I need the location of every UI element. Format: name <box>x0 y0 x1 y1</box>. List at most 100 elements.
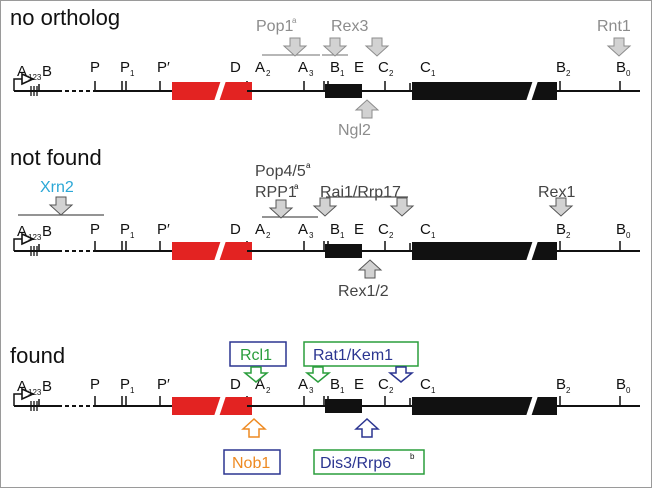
svg-text:P: P <box>120 221 130 238</box>
svg-text:B: B <box>616 221 626 238</box>
rex12-arrow-icon <box>357 259 383 279</box>
svg-text:2: 2 <box>566 69 571 78</box>
section-title-no-ortholog: no ortholog <box>10 5 120 30</box>
svg-text:B: B <box>616 376 626 393</box>
svg-text:A: A <box>255 376 265 393</box>
rex3-arrow-icon-2 <box>364 37 390 57</box>
site-b: B <box>42 63 52 80</box>
svg-text:P: P <box>90 376 100 393</box>
svg-text:P: P <box>120 376 130 393</box>
nob1-box <box>223 449 281 475</box>
svg-text:B: B <box>42 223 52 240</box>
svg-text:1: 1 <box>340 386 345 395</box>
section-title-found: found <box>10 343 65 368</box>
enzyme-rpp1: RPP1 <box>255 184 297 201</box>
svg-text:C: C <box>420 376 431 393</box>
svg-text:1: 1 <box>431 231 436 240</box>
site-d: D <box>230 59 241 76</box>
rnt1-arrow-icon <box>606 37 632 57</box>
enzyme-rnt1: Rnt1 <box>597 18 631 35</box>
svg-text:D: D <box>230 221 241 238</box>
rat1-box <box>303 341 419 367</box>
enzymes-found: Rcl1 Rat1/Kem1 Nob1 Dis3/Rrp6 b <box>223 341 425 475</box>
rcl1-arrow-icon <box>242 366 270 383</box>
svg-text:1: 1 <box>431 69 436 78</box>
svg-text:1: 1 <box>340 231 345 240</box>
site-labels-no-ortholog: A 123 B P P 1 P′ D A 2 A 3 B 1 E C 2 C 1… <box>17 59 631 82</box>
svg-text:E: E <box>354 376 364 393</box>
svg-text:P′: P′ <box>157 376 170 393</box>
enzyme-pop1: Pop1 <box>256 18 293 35</box>
rex1-arrow-icon <box>548 197 574 217</box>
enzyme-pop45: Pop4/5 <box>255 163 306 180</box>
rai1-arrow-icon-2 <box>389 197 415 217</box>
enzyme-dis3-sup: b <box>410 452 415 461</box>
svg-text:P: P <box>90 221 100 238</box>
svg-text:B: B <box>556 221 566 238</box>
enzyme-nob1: Nob1 <box>232 455 270 472</box>
nob1-arrow-icon <box>241 417 267 438</box>
ngl2-arrow-icon <box>354 99 380 119</box>
enzyme-rat1: Rat1/Kem1 <box>313 347 393 364</box>
site-p1: P <box>120 59 130 76</box>
enzyme-ngl2: Ngl2 <box>338 122 371 139</box>
svg-text:2: 2 <box>389 69 394 78</box>
svg-text:1: 1 <box>130 69 135 78</box>
section-title-not-found: not found <box>10 145 102 170</box>
rex3-arrow-icon <box>322 37 348 57</box>
svg-text:1: 1 <box>431 386 436 395</box>
enzyme-rcl1: Rcl1 <box>240 347 272 364</box>
site-labels-found: A 123 B P P 1 P′ D A 2 A 3 B 1 E C 2 C 1… <box>17 376 631 397</box>
rcl1-box <box>229 341 287 367</box>
svg-text:P′: P′ <box>157 221 170 238</box>
svg-text:0: 0 <box>626 69 631 78</box>
svg-text:2: 2 <box>566 386 571 395</box>
enzyme-rex3: Rex3 <box>331 18 368 35</box>
site-c2: C <box>378 59 389 76</box>
svg-text:C: C <box>378 376 389 393</box>
svg-text:3: 3 <box>309 231 314 240</box>
svg-text:1: 1 <box>130 231 135 240</box>
enzyme-xrn2: Xrn2 <box>40 179 74 196</box>
site-p: P <box>90 59 100 76</box>
enzymes-no-ortholog: Pop1 a Rex3 Rnt1 Ngl2 <box>256 16 632 139</box>
site-a2: A <box>255 59 265 76</box>
svg-text:0: 0 <box>626 386 631 395</box>
svg-text:2: 2 <box>389 386 394 395</box>
svg-text:B: B <box>42 378 52 395</box>
site-labels-not-found: A 123 B P P 1 P′ D A 2 A 3 B 1 E C 2 C 1… <box>17 221 631 242</box>
rai1-arrow-icon <box>312 197 338 217</box>
svg-text:A: A <box>298 376 308 393</box>
svg-text:2: 2 <box>566 231 571 240</box>
site-b2: B <box>556 59 566 76</box>
svg-text:C: C <box>378 221 389 238</box>
enzyme-rpp1-sup: a <box>294 182 299 191</box>
svg-text:B: B <box>330 221 340 238</box>
enzymes-not-found: Xrn2 Pop4/5 a RPP1 a Rai1/Rrp17 Rex1 Rex… <box>18 161 575 300</box>
svg-text:123: 123 <box>28 233 42 242</box>
svg-text:C: C <box>420 221 431 238</box>
pop1-arrow-icon <box>282 37 308 57</box>
rat1-arrow-icon-green <box>304 366 332 383</box>
enzyme-rai1: Rai1/Rrp17 <box>320 184 401 201</box>
site-b1: B <box>330 59 340 76</box>
svg-text:E: E <box>354 221 364 238</box>
track-found <box>14 389 640 418</box>
dis3-arrow-icon <box>354 417 380 438</box>
enzyme-rex1: Rex1 <box>538 184 575 201</box>
site-e: E <box>354 59 364 76</box>
site-a3: A <box>298 59 308 76</box>
svg-text:123: 123 <box>28 388 42 397</box>
svg-text:A: A <box>298 221 308 238</box>
enzyme-pop45-sup: a <box>306 161 311 170</box>
svg-text:3: 3 <box>309 386 314 395</box>
svg-text:B: B <box>556 376 566 393</box>
rat1-arrow-icon-navy <box>387 366 415 383</box>
svg-text:2: 2 <box>266 231 271 240</box>
track-no-ortholog <box>14 74 640 103</box>
svg-text:D: D <box>230 376 241 393</box>
svg-text:A: A <box>255 221 265 238</box>
svg-text:3: 3 <box>309 69 314 78</box>
enzyme-rex12: Rex1/2 <box>338 283 389 300</box>
